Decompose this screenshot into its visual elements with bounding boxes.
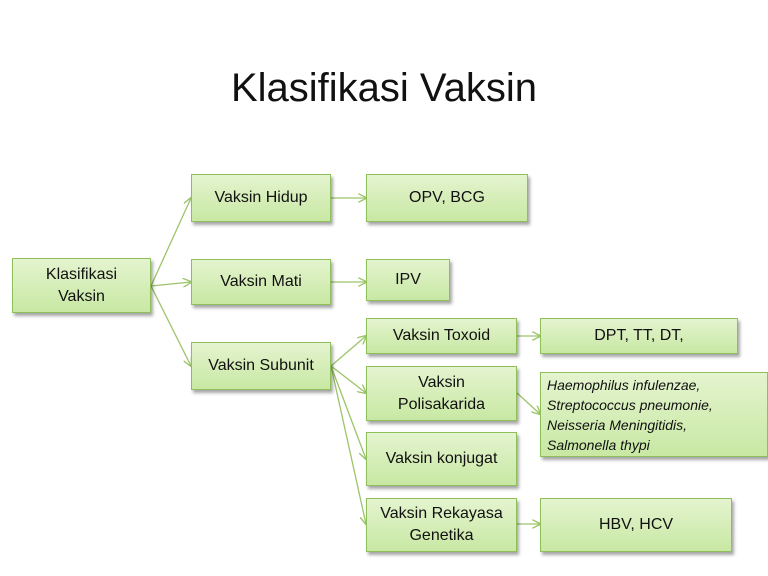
node-vaksin-mati: Vaksin Mati xyxy=(191,259,331,305)
edge-root-subunit xyxy=(150,285,191,366)
edge-subunit-rekayasa xyxy=(330,365,366,524)
node-klasifikasi-vaksin: Klasifikasi Vaksin xyxy=(12,258,151,313)
node-bacteria-list: Haemophilus infulenzae, Streptococcus pn… xyxy=(540,372,768,457)
node-vaksin-hidup: Vaksin Hidup xyxy=(191,174,331,222)
node-vaksin-subunit: Vaksin Subunit xyxy=(191,342,331,390)
edge-subunit-konjugat xyxy=(330,365,366,459)
node-opv-bcg: OPV, BCG xyxy=(366,174,528,222)
edge-subunit-polisakarida xyxy=(330,365,366,393)
edge-polisakarida-bacteria xyxy=(516,392,540,414)
node-hbv-hcv: HBV, HCV xyxy=(540,498,732,552)
node-vaksin-polisakarida: Vaksin Polisakarida xyxy=(366,366,517,421)
node-vaksin-toxoid: Vaksin Toxoid xyxy=(366,318,517,354)
edge-root-hidup xyxy=(150,198,191,287)
node-dpt-tt-dt: DPT, TT, DT, xyxy=(540,318,738,354)
edge-root-mati xyxy=(150,282,191,286)
node-vaksin-rekayasa-genetika: Vaksin Rekayasa Genetika xyxy=(366,498,517,552)
node-ipv: IPV xyxy=(366,259,450,301)
page-title: Klasifikasi Vaksin xyxy=(230,66,538,110)
node-vaksin-konjugat: Vaksin konjugat xyxy=(366,432,517,486)
edge-subunit-toxoid xyxy=(330,336,366,367)
